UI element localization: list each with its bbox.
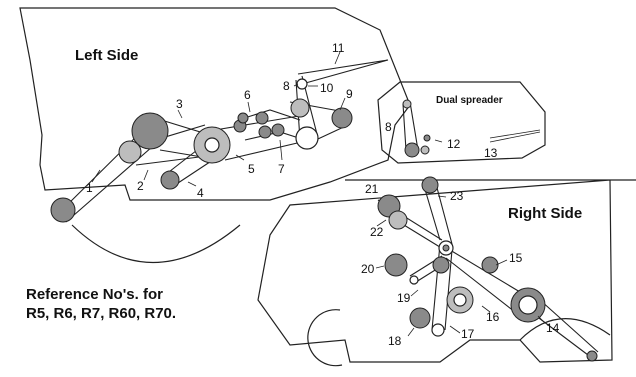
belt-1 [59,124,161,223]
callout-16: 16 [486,310,500,324]
spreader-pulley-top [402,99,412,109]
right-side-view: Right Side 21 [257,176,636,367]
callout-2: 2 [137,179,144,193]
left-side-title: Left Side [75,47,138,64]
spreader-title: Dual spreader [436,95,503,106]
pulley-6b [237,112,249,124]
pulley-7a [255,111,269,125]
callout-23: 23 [450,189,464,203]
pulley-main-left-hub [204,137,220,153]
callout-13: 13 [484,146,498,160]
leader-19 [410,289,419,297]
callout-11: 11 [332,41,345,55]
callout-4: 4 [197,186,204,200]
right-body-outline [257,179,636,363]
pulley-7b [258,125,272,139]
belt-23 [423,183,453,245]
callout-19: 19 [397,291,411,305]
spreader-pulley-small [423,134,431,142]
pulley-8 [296,78,308,90]
pulley-14 [586,350,598,362]
pulley-19 [409,275,419,285]
callout-3: 3 [176,97,183,111]
leader-5 [235,154,245,161]
leader-23 [437,195,447,198]
callout-21: 21 [365,182,379,196]
pulley-4 [160,170,180,190]
callout-1: 1 [86,181,93,195]
left-side-view: Left Side [19,7,411,263]
leader-6 [247,101,251,113]
leader-20 [375,265,385,269]
callout-7: 7 [278,162,285,176]
pulley-center-lower [432,256,450,274]
leader-16 [481,305,491,313]
callout-22: 22 [370,225,384,239]
leader-14 [537,315,545,323]
callout-18: 18 [388,334,402,348]
callout-10: 10 [320,81,334,95]
leader-8 [293,83,299,87]
pulley-10 [290,98,310,118]
leader-18 [407,327,415,337]
leader-9 [339,97,346,111]
left-body-outline [19,7,411,201]
pulley-17-hub [453,293,467,307]
pulley-18 [409,307,431,329]
pulley-1 [50,197,76,223]
callout-20: 20 [361,262,375,276]
right-side-title: Right Side [508,205,582,222]
leader-7 [279,139,283,161]
reference-note: Reference No's. for R5, R6, R7, R60, R70… [26,285,176,323]
pulley-9 [331,107,353,129]
dual-spreader-view: Dual spreader 8 12 13 [377,81,546,164]
callout-9: 9 [346,87,353,101]
leader-11 [334,51,341,65]
pulley-2 [118,140,142,164]
spreader-callout-8: 8 [385,120,392,134]
pulley-lower-right [295,126,319,150]
pulley-22 [388,210,408,230]
pulley-7c [271,123,285,137]
pulley-15 [481,256,499,274]
leader-2 [143,169,149,181]
leader-22 [376,219,387,227]
right-front-wheel [307,309,343,367]
pulley-18b [431,323,445,337]
spreader-belt-8 [402,101,419,151]
leader-s8 [434,139,443,143]
callout-8: 8 [283,79,290,93]
pulley-23 [421,176,439,194]
pulley-16-hub [518,295,538,315]
leader-17 [449,325,461,334]
callout-14: 14 [546,321,560,335]
pulley-3 [131,112,169,150]
spreader-pulley-12 [420,145,430,155]
callout-6: 6 [244,88,251,102]
spreader-shaft-13 [489,129,541,143]
reference-note-line1: Reference No's. for [26,286,163,303]
left-wheel-arc [71,224,241,263]
pulley-center-right-hub [442,244,450,252]
leader-1 [91,169,101,183]
callout-15: 15 [509,251,523,265]
callout-17: 17 [461,327,475,341]
leader-4 [187,181,197,187]
callout-12: 12 [447,137,461,151]
leader-15 [495,259,508,266]
right-rear-wheel-arc [519,318,611,341]
belt-11 [297,59,389,85]
reference-note-line2: R5, R6, R7, R60, R70. [26,305,177,322]
leader-3 [177,109,183,119]
spreader-pulley-bottom [404,142,420,158]
spreader-outline [377,81,546,164]
pulley-20 [384,253,408,277]
callout-5: 5 [248,162,255,176]
